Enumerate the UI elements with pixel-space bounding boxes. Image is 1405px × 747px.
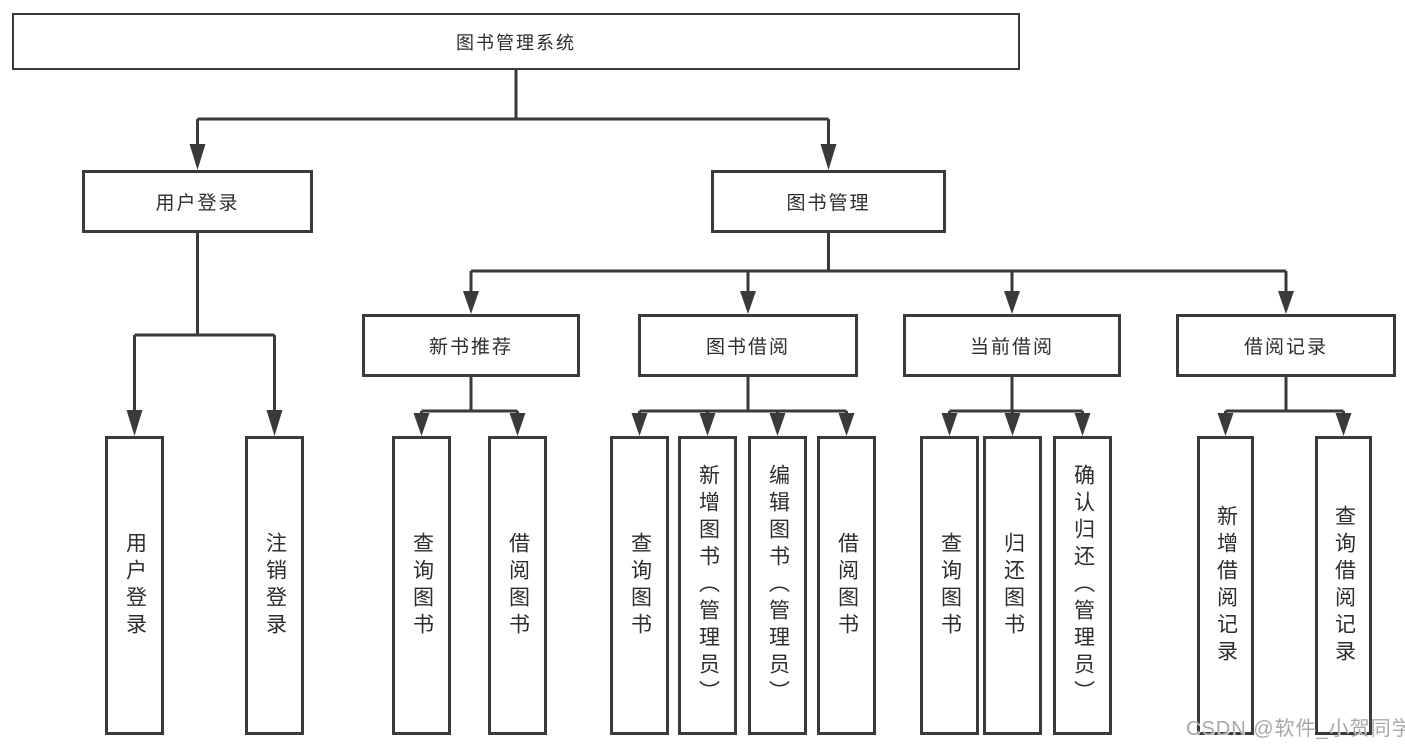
node-borrowing-records: 借阅记录	[1176, 314, 1396, 377]
leaf-label: 新增图书（管理员）	[696, 464, 720, 707]
leaf-query-books-current: 查询图书	[920, 436, 979, 735]
node-current-borrowing: 当前借阅	[903, 314, 1121, 377]
leaf-label: 查询图书	[938, 531, 962, 640]
arrowheads	[126, 144, 1352, 436]
leaf-user-login: 用户登录	[105, 436, 164, 735]
leaf-label: 借阅图书	[835, 531, 859, 640]
leaf-confirm-return-admin: 确认归还（管理员）	[1053, 436, 1112, 735]
leaf-label: 查询图书	[410, 531, 434, 640]
leaf-borrow-books: 借阅图书	[817, 436, 876, 735]
leaf-label: 确认归还（管理员）	[1071, 464, 1095, 707]
leaf-label: 注销登录	[263, 531, 287, 640]
leaf-label: 用户登录	[123, 531, 147, 640]
leaf-add-books-admin: 新增图书（管理员）	[678, 436, 737, 735]
leaf-label: 查询图书	[628, 531, 652, 640]
node-user-login: 用户登录	[82, 170, 313, 233]
leaf-query-books-recommend: 查询图书	[392, 436, 451, 735]
leaf-label: 归还图书	[1001, 531, 1025, 640]
leaf-label: 编辑图书（管理员）	[766, 464, 790, 707]
csdn-watermark: CSDN @软件_小贺同学	[1186, 718, 1405, 740]
leaf-borrow-books-recommend: 借阅图书	[488, 436, 547, 735]
leaf-query-borrow-record: 查询借阅记录	[1315, 436, 1372, 735]
node-book-management: 图书管理	[711, 170, 946, 233]
leaf-label: 借阅图书	[506, 531, 530, 640]
leaf-query-books-borrowing: 查询图书	[610, 436, 669, 735]
leaf-return-books: 归还图书	[983, 436, 1042, 735]
leaf-add-borrow-record: 新增借阅记录	[1197, 436, 1254, 735]
node-book-borrowing: 图书借阅	[638, 314, 858, 377]
leaf-logout: 注销登录	[245, 436, 304, 735]
leaf-label: 查询借阅记录	[1332, 504, 1356, 667]
leaf-label: 新增借阅记录	[1214, 504, 1238, 667]
node-library-management-system: 图书管理系统	[12, 13, 1020, 70]
leaf-edit-books-admin: 编辑图书（管理员）	[748, 436, 807, 735]
node-new-book-recommend: 新书推荐	[362, 314, 580, 377]
